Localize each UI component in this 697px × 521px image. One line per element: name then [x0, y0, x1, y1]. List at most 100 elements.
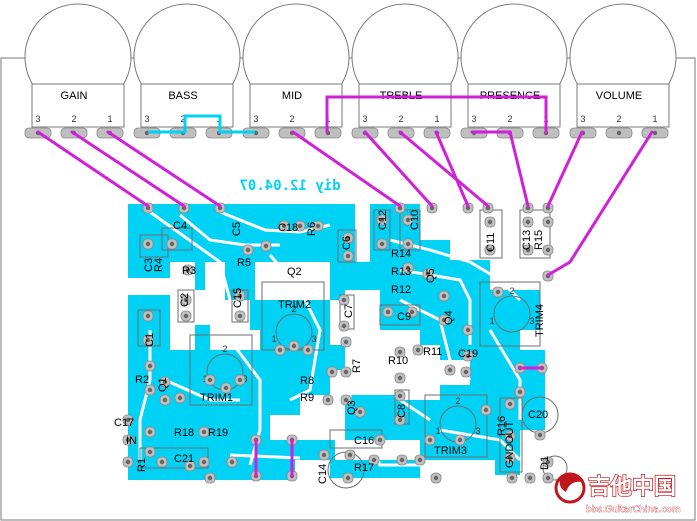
pot-pin-number: 3 — [362, 114, 367, 124]
component-label-c11: C11 — [485, 233, 497, 252]
component-label-gnd: GND — [504, 444, 516, 469]
component-label-q4: Q4 — [443, 310, 455, 325]
pad-hole — [187, 463, 193, 469]
trim-pin-number: 1 — [489, 316, 494, 326]
pot-shaft-mid — [249, 83, 343, 128]
pad-hole — [465, 327, 471, 333]
pad-hole — [415, 347, 421, 353]
component-label-c19: C19 — [458, 348, 478, 360]
trim-pin-number: 2 — [509, 286, 514, 296]
pad-hole — [125, 437, 131, 443]
trim-pin-number: 2 — [291, 304, 296, 314]
pad-hole — [277, 347, 283, 353]
pad-hole — [315, 223, 321, 229]
pad-hole — [537, 432, 543, 438]
pad-hole — [465, 353, 471, 359]
pad-hole — [405, 265, 411, 271]
pad-hole — [507, 433, 513, 439]
pad-hole — [145, 241, 151, 247]
jumper-treble-3 — [363, 130, 434, 208]
pad-hole — [185, 267, 191, 273]
component-label-c2: C2 — [179, 293, 191, 307]
trim-pin-number: 2 — [222, 344, 227, 354]
pad-hole — [517, 389, 523, 395]
pad-hole — [147, 363, 153, 369]
component-label-c10: C10 — [409, 210, 421, 230]
pad-hole — [447, 367, 453, 373]
pot-pin-number: 2 — [507, 114, 512, 124]
pad-hole — [545, 459, 551, 465]
pad-hole — [379, 241, 385, 247]
pot-pin-number: 2 — [616, 114, 621, 124]
component-label-r17: R17 — [354, 462, 374, 474]
pad-hole — [145, 337, 151, 343]
logo-text: 吉他中国 — [588, 474, 676, 500]
pad-hole — [341, 297, 347, 303]
component-label-r18: R18 — [174, 427, 194, 439]
logo-url: bbs.GuitarChina.com — [586, 505, 681, 515]
pad-hole — [291, 343, 297, 349]
pad-hole — [525, 219, 531, 225]
pad-hole — [379, 217, 385, 223]
jumper-mid-2 — [291, 130, 402, 208]
pot-shaft-gain — [31, 83, 125, 128]
component-label-r8: R8 — [300, 375, 314, 387]
component-label-c15: C15 — [232, 288, 244, 308]
pad-hole — [325, 397, 331, 403]
pad-hole — [463, 369, 469, 375]
pad-hole — [207, 377, 213, 383]
component-label-c13: C13 — [521, 230, 533, 250]
pad-hole — [345, 253, 351, 259]
component-label-trim2: TRIM2 — [278, 299, 311, 311]
component-label-q3: Q3 — [346, 400, 358, 415]
pad-hole — [297, 223, 303, 229]
pad-hole — [343, 397, 349, 403]
pad-hole — [377, 437, 383, 443]
logo-mark-icon — [559, 474, 582, 492]
component-label-r6: R6 — [306, 222, 318, 236]
pad-hole — [145, 313, 151, 319]
pad-hole — [125, 459, 131, 465]
pot-pin-number: 1 — [434, 114, 439, 124]
pot-label-bass: BASS — [168, 90, 197, 102]
pot-shaft-volume — [576, 83, 670, 128]
component-label-trim1: TRIM1 — [200, 392, 233, 404]
trim-pin-number: 3 — [475, 426, 480, 436]
component-label-r13: R13 — [391, 266, 411, 278]
pad-hole — [545, 219, 551, 225]
pad-hole — [616, 130, 622, 136]
pad-hole — [507, 455, 513, 461]
component-label-c5: C5 — [231, 222, 243, 236]
pad-hole — [509, 475, 515, 481]
pot-pin-number: 3 — [144, 114, 149, 124]
jumper-gain-3 — [36, 130, 150, 208]
pad-hole — [162, 379, 168, 385]
pad-hole — [207, 475, 213, 481]
pad-hole — [385, 309, 391, 315]
trim-pin-number: 2 — [455, 396, 460, 406]
component-label-r3: R3 — [182, 265, 196, 277]
pot-pin-number: 3 — [253, 114, 258, 124]
component-label-r16: R16 — [496, 416, 508, 436]
pad-hole — [177, 395, 183, 401]
component-label-c9: C9 — [397, 311, 411, 323]
jumper-gain-1 — [106, 130, 222, 208]
pot-pin-number: 2 — [180, 114, 185, 124]
pad-hole — [487, 247, 493, 253]
component-label-q2: Q2 — [287, 266, 302, 278]
pot-shaft-bass — [140, 83, 234, 128]
jumper-wires — [36, 95, 654, 478]
component-label-c3: C3 — [143, 258, 155, 272]
component-label-r14: R14 — [391, 248, 411, 260]
logo-swirl-icon — [554, 472, 586, 504]
pad-hole — [125, 417, 131, 423]
pad-hole — [343, 339, 349, 345]
component-label-c17: C17 — [114, 417, 134, 429]
jumper-volume-3 — [546, 130, 584, 208]
jumper-volume-1 — [546, 130, 654, 277]
pad-hole — [162, 397, 168, 403]
component-label-r7: R7 — [351, 359, 363, 373]
pad-hole — [405, 217, 411, 223]
pad-hole — [263, 243, 269, 249]
